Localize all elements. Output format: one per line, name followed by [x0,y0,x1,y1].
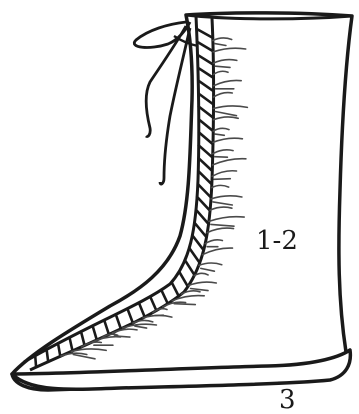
shading-stroke [174,304,195,305]
lacing-rung [47,349,49,361]
label-upper: 1-2 [256,228,298,254]
label-sole: 3 [279,387,296,413]
shading-stroke [215,157,228,158]
shading-stroke [214,179,230,180]
boot-outline [12,13,352,390]
lace-end-left [146,26,186,137]
lace-end-right [160,28,190,184]
lacing-rung [35,356,36,368]
